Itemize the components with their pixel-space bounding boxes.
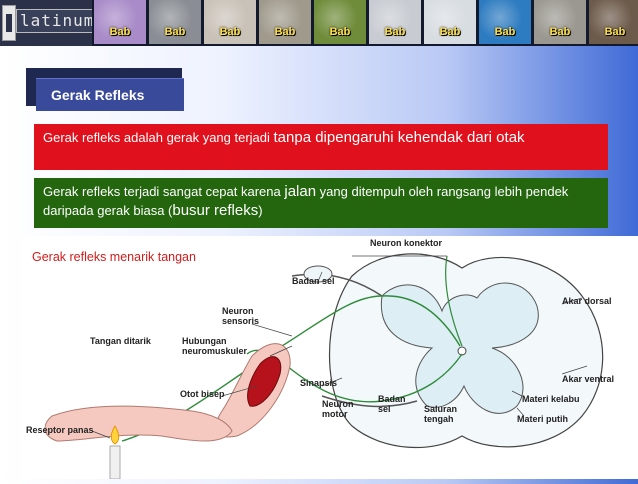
reflex-arc-illustration [44,253,604,480]
chapter-thumbnail-icon [369,0,421,44]
chapter-thumbnail-icon [259,0,311,44]
chapter-thumbnail-icon [534,0,586,44]
chapter-tab-5[interactable]: Bab [312,0,366,44]
chapter-tab-label: Bab [164,26,186,38]
chapter-tab-4[interactable]: Bab [257,0,311,44]
connector-neuron [445,255,463,347]
title-panel: Gerak Refleks [36,78,184,111]
explanation-text-3: ) [258,203,263,218]
central-canal [457,346,467,356]
chapter-tab-label: Bab [604,26,626,38]
chapter-thumbnail-icon [424,0,476,44]
chapter-tab-2[interactable]: Bab [147,0,201,44]
forearm [44,405,233,442]
chapter-tab-label: Bab [494,26,516,38]
chapter-tab-3[interactable]: Bab [202,0,256,44]
chapter-thumbnail-icon [149,0,201,44]
label-sinapsis: Sinapsis [300,378,338,388]
label-neuron-motor: Neuron motor [322,399,354,419]
platinum-logo[interactable]: latinum [0,0,99,46]
candle-body [109,445,121,480]
label-neuron-konektor: Neuron konektor [370,238,443,248]
chapter-thumbnail-icon [314,0,366,44]
label-badan-sel-bottom: Badan sel [378,394,406,414]
chapter-tab-label: Bab [549,26,571,38]
chapter-tab-label: Bab [329,26,351,38]
chapter-thumbnail-icon [589,0,638,44]
label-hubungan-neuromuskuler: Hubungan neuromuskuler [182,336,248,356]
top-nav-bar: latinum Bab Bab Bab Bab Bab Bab Bab Bab Bab Bab [0,0,638,46]
explanation-box: Gerak refleks terjadi sangat cepat karen… [34,178,608,228]
label-neuron-sensoris: Neuron sensoris [222,306,260,326]
candle-flame [110,425,120,445]
chapter-tab-6[interactable]: Bab [367,0,421,44]
label-tangan-ditarik: Tangan ditarik [90,336,151,346]
explanation-emphasis-jalan: jalan [284,183,317,200]
definition-box: Gerak refleks adalah gerak yang terjadi … [34,124,608,170]
chapter-tab-8[interactable]: Bab [477,0,531,44]
slide-title: Gerak Refleks [51,87,145,103]
explanation-text-2: yang ditempuh oleh rangsang lebih pendek… [43,184,569,218]
ventral-root [321,395,418,408]
definition-text: Gerak refleks adalah gerak yang terjadi [43,130,274,145]
chapter-tab-label: Bab [439,26,461,38]
dorsal-root [291,273,383,297]
label-materi-putih: Materi putih [517,414,568,424]
chapter-tab-label: Bab [109,26,131,38]
explanation-text-1: Gerak refleks terjadi sangat cepat karen… [43,184,285,199]
logo-text: latinum [16,9,99,33]
chapter-tab-label: Bab [219,26,241,38]
label-reseptor-panas: Reseptor panas [26,425,94,435]
chapter-tab-1[interactable]: Bab [92,0,146,44]
biceps-muscle [247,356,282,407]
figure-caption: Gerak refleks menarik tangan [32,250,196,264]
definition-emphasis: tanpa dipengaruhi kehendak dari otak [273,129,525,146]
chapter-thumbnail-icon [204,0,256,44]
logo-p-mark [2,5,16,41]
chapter-tab-9[interactable]: Bab [532,0,586,44]
slide-title-box: Gerak Refleks [26,68,184,111]
chapter-tab-label: Bab [384,26,406,38]
chapter-tab-7[interactable]: Bab [422,0,476,44]
label-badan-sel-top: Badan sel [292,276,335,286]
chapter-thumbnail-icon [94,0,146,44]
reflex-arc-figure: Gerak refleks menarik tangan Neuron kone… [22,236,638,480]
label-akar-ventral: Akar ventral [562,374,615,384]
explanation-emphasis-busur: busur refleks [172,202,259,219]
chapter-thumbnail-icon [479,0,531,44]
chapter-tab-10[interactable]: Bab [587,0,638,44]
chapter-tab-label: Bab [274,26,296,38]
label-saluran-tengah: Saluran tengah [424,404,458,424]
label-materi-kelabu: Materi kelabu [522,394,580,404]
label-akar-dorsal: Akar dorsal [562,296,612,306]
label-otot-bisep: Otot bisep [180,389,225,399]
